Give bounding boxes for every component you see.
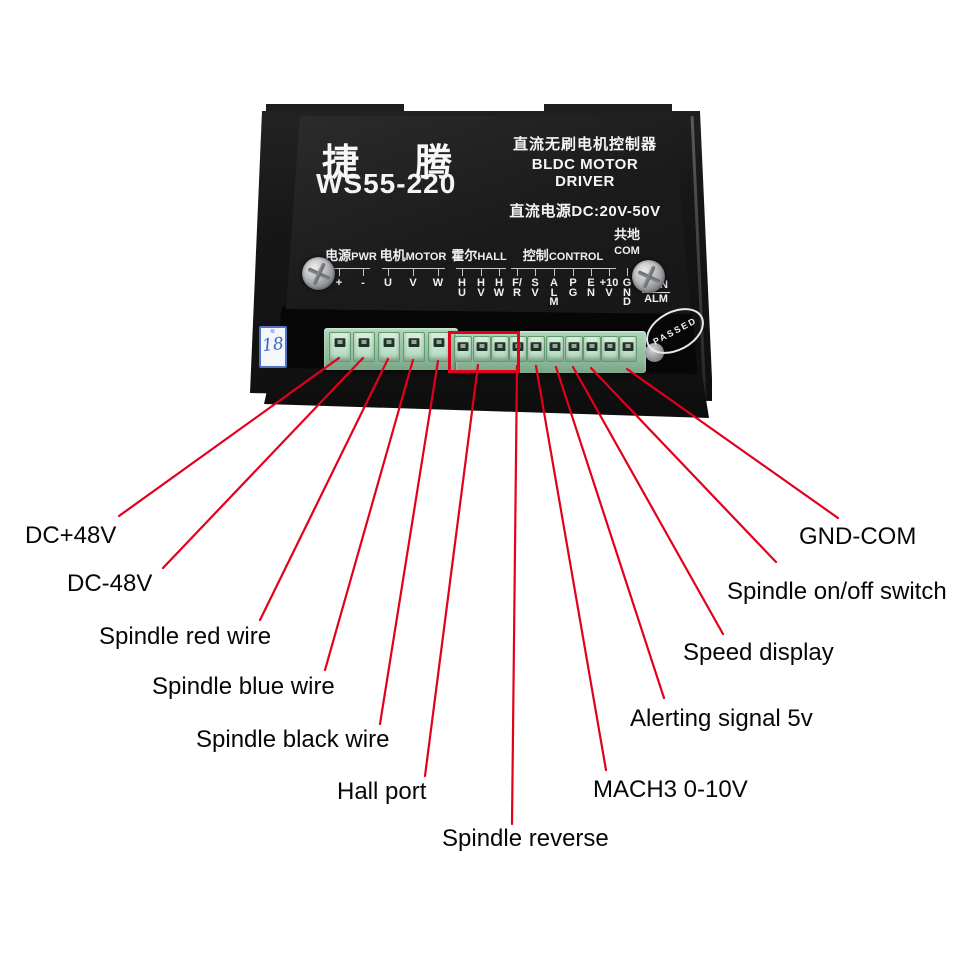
pin-tick xyxy=(388,268,389,276)
pin-label-w: W xyxy=(432,277,444,289)
terminal-pin-slot xyxy=(549,342,561,351)
brand-name: 捷腾 xyxy=(322,140,508,184)
terminal-pin xyxy=(491,336,509,362)
terminal-pin-slot xyxy=(494,342,506,351)
pin-label-u: U xyxy=(384,277,392,289)
pin-tick xyxy=(591,268,592,276)
terminal-pin-slot xyxy=(433,338,445,347)
terminal-pin-slot xyxy=(457,342,469,351)
group-label-com-en: COM xyxy=(614,245,640,257)
terminal-pin-slot xyxy=(568,342,580,351)
terminal-pin-slot xyxy=(383,338,395,347)
terminal-pin-slot xyxy=(334,338,346,347)
annotation-label-spindle-red-wire: Spindle red wire xyxy=(99,623,272,650)
terminal-pin-slot xyxy=(358,338,370,347)
pin-tick xyxy=(627,268,628,276)
terminal-pin-slot xyxy=(530,342,542,351)
annotation-line-hall-port xyxy=(423,363,480,778)
pin-tick xyxy=(554,268,555,276)
pin-label-v: V xyxy=(409,277,417,289)
status-led xyxy=(645,343,664,362)
pin-tick xyxy=(438,268,439,276)
model-number: WS55-220 xyxy=(316,168,457,199)
annotation-label-speed-display: Speed display xyxy=(683,639,834,666)
annotation-label-mach3-0-10v: MACH3 0-10V xyxy=(593,776,748,803)
annotation-label-spindle-reverse: Spindle reverse xyxy=(442,825,609,852)
annotation-label-alerting-signal-5v: Alerting signal 5v xyxy=(630,705,813,732)
pin-label-: + xyxy=(335,277,343,289)
annotation-label-spindle-black-wire: Spindle black wire xyxy=(196,726,390,753)
terminal-pin-slot xyxy=(622,342,634,351)
terminal-pin xyxy=(601,336,619,362)
terminal-pin xyxy=(619,336,637,362)
terminal-pin xyxy=(428,332,450,362)
device-face-panel xyxy=(286,116,691,314)
annotation-label-hall-port: Hall port xyxy=(337,778,427,805)
group-label-pwr: 电源PWR xyxy=(325,248,377,263)
product-title-block: 直流无刷电机控制器 BLDC MOTOR DRIVER 直流电源DC:20V-5… xyxy=(500,133,670,221)
terminal-pin xyxy=(583,336,601,362)
pin-tick xyxy=(462,268,463,276)
pin-tick xyxy=(363,268,364,276)
terminal-pin xyxy=(378,332,400,362)
product-title-en: BLDC MOTOR DRIVER xyxy=(531,156,639,190)
flange-notch-right xyxy=(704,143,715,162)
pin-tick xyxy=(517,268,518,276)
product-title-cn: 直流无刷电机控制器 xyxy=(512,136,657,153)
terminal-pin-slot xyxy=(408,338,420,347)
terminal-pin xyxy=(454,336,472,362)
qc-sticker: ≋ 18 xyxy=(259,326,287,368)
power-rating: 直流电源DC:20V-50V xyxy=(509,203,661,220)
group-label-com-cn: 共地 xyxy=(613,227,641,242)
qc-sticker-mark: ≋ xyxy=(269,329,277,335)
terminal-pin xyxy=(527,336,545,362)
pin-tick xyxy=(481,268,482,276)
annotation-label-dc-48v: DC-48V xyxy=(67,570,153,597)
terminal-pin xyxy=(546,336,564,362)
pin-tick xyxy=(535,268,536,276)
group-bracket-pwr xyxy=(334,268,370,269)
group-label-hall: 霍尔HALL xyxy=(451,248,507,263)
annotation-label-dc-48v: DC+48V xyxy=(25,522,117,549)
group-label-motor: 电机MOTOR xyxy=(379,248,447,263)
pin-tick xyxy=(609,268,610,276)
screw-left xyxy=(302,257,335,290)
qc-sticker-number: 18 xyxy=(261,333,285,357)
terminal-pin-slot xyxy=(586,342,598,351)
pin-label-: - xyxy=(361,277,365,289)
screw-right xyxy=(632,260,665,293)
pin-tick xyxy=(573,268,574,276)
group-label-control: 控制CONTROL xyxy=(522,248,604,263)
pin-tick xyxy=(339,268,340,276)
terminal-pin xyxy=(473,336,491,362)
annotation-label-spindle-blue-wire: Spindle blue wire xyxy=(152,673,335,700)
terminal-pin xyxy=(329,332,351,362)
terminal-pin xyxy=(403,332,425,362)
flange-notch-left xyxy=(248,146,256,163)
annotation-label-gnd-com: GND-COM xyxy=(799,523,917,550)
annotation-line-spindle-reverse xyxy=(510,364,519,826)
pin-label-f-r: F/R xyxy=(512,277,522,299)
pin-tick xyxy=(499,268,500,276)
terminal-pin-slot xyxy=(476,342,488,351)
annotation-line-mach3-0-10v xyxy=(534,364,608,772)
annotation-label-spindle-on-off-switch: Spindle on/off switch xyxy=(727,578,947,605)
terminal-pin xyxy=(565,336,583,362)
hall-port-highlight-box xyxy=(448,331,520,373)
group-bracket-control xyxy=(511,268,616,269)
terminal-pin-slot xyxy=(604,342,616,351)
indicator-label-alm: ALM xyxy=(644,293,668,305)
terminal-pin xyxy=(353,332,375,362)
motor-driver-device: 捷腾 WS55-220 直流无刷电机控制器 BLDC MOTOR DRIVER … xyxy=(248,98,715,420)
pin-tick xyxy=(413,268,414,276)
